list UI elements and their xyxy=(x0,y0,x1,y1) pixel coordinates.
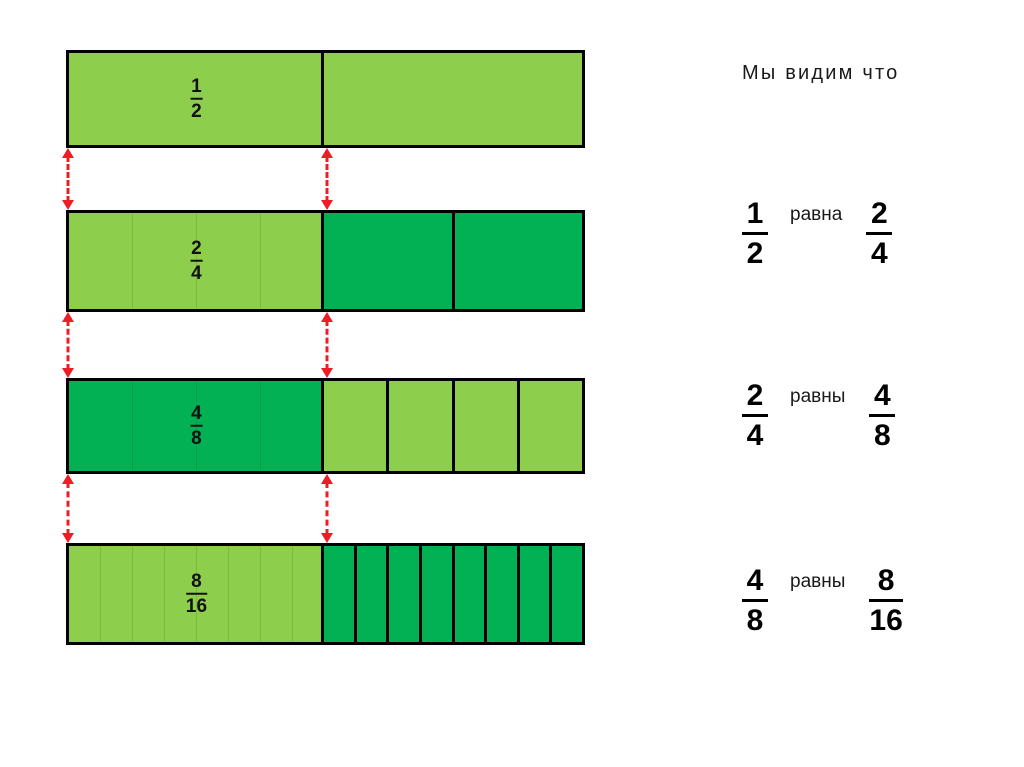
arrow-head-down-icon xyxy=(321,368,333,378)
bar-cell xyxy=(451,210,585,312)
denominator: 4 xyxy=(746,418,764,452)
arrow-left-gap-2 xyxy=(61,312,75,378)
arrow-head-up-icon xyxy=(62,312,74,322)
bar-cell xyxy=(516,378,585,474)
arrow-shaft xyxy=(66,482,70,535)
equation-relation-word: равна xyxy=(790,204,843,225)
numerator: 2 xyxy=(742,380,768,417)
bar-one-half-right-half xyxy=(321,50,585,148)
denominator: 2 xyxy=(191,100,202,122)
bar-cell xyxy=(321,50,585,148)
denominator: 16 xyxy=(869,603,903,637)
numerator: 8 xyxy=(185,571,208,595)
arrow-head-up-icon xyxy=(62,148,74,158)
bar-cell xyxy=(321,210,455,312)
denominator: 4 xyxy=(870,236,888,270)
arrow-head-down-icon xyxy=(321,200,333,210)
bar-two-quarters-right-half xyxy=(321,210,585,312)
arrow-head-up-icon xyxy=(62,474,74,484)
arrow-shaft xyxy=(66,320,70,370)
arrow-head-down-icon xyxy=(62,533,74,543)
numerator: 4 xyxy=(742,565,768,602)
bar-cell xyxy=(451,378,520,474)
arrow-shaft xyxy=(325,482,329,535)
bar-eight-sixteenths-right-half xyxy=(321,543,585,645)
arrow-mid-gap-2 xyxy=(320,312,334,378)
bar-cell xyxy=(386,378,455,474)
caption-heading: Мы видим что xyxy=(742,62,900,84)
arrow-left-gap-1 xyxy=(61,148,75,210)
numerator: 8 xyxy=(869,565,903,602)
arrow-left-gap-3 xyxy=(61,474,75,543)
arrow-head-up-icon xyxy=(321,474,333,484)
arrow-head-up-icon xyxy=(321,148,333,158)
bar-cell xyxy=(321,378,390,474)
denominator: 8 xyxy=(191,427,202,449)
denominator: 8 xyxy=(874,418,891,452)
bar-cell xyxy=(353,543,390,645)
arrow-mid-gap-1 xyxy=(320,148,334,210)
bar-cell xyxy=(386,543,422,645)
bar-cell xyxy=(516,543,553,645)
arrow-shaft xyxy=(325,156,329,202)
numerator: 4 xyxy=(190,403,203,427)
bar-four-eighths-right-half xyxy=(321,378,585,474)
bar-cell xyxy=(451,543,488,645)
arrow-shaft xyxy=(66,156,70,202)
bar-cell xyxy=(321,543,357,645)
arrow-head-down-icon xyxy=(62,368,74,378)
numerator: 1 xyxy=(742,198,768,235)
bar-cell xyxy=(484,543,520,645)
denominator: 2 xyxy=(746,236,764,270)
numerator: 2 xyxy=(866,198,893,235)
numerator: 2 xyxy=(190,238,203,262)
equation-relation-word: равны xyxy=(790,386,846,407)
arrow-mid-gap-3 xyxy=(320,474,334,543)
bar-cell xyxy=(549,543,585,645)
denominator: 16 xyxy=(185,595,208,617)
denominator: 8 xyxy=(746,603,764,637)
bar-cell xyxy=(418,543,455,645)
equation-relation-word: равны xyxy=(790,571,846,592)
arrow-shaft xyxy=(325,320,329,370)
arrow-head-down-icon xyxy=(62,200,74,210)
numerator: 1 xyxy=(190,76,203,100)
numerator: 4 xyxy=(869,380,896,417)
arrow-head-up-icon xyxy=(321,312,333,322)
arrow-head-down-icon xyxy=(321,533,333,543)
denominator: 4 xyxy=(191,262,202,284)
